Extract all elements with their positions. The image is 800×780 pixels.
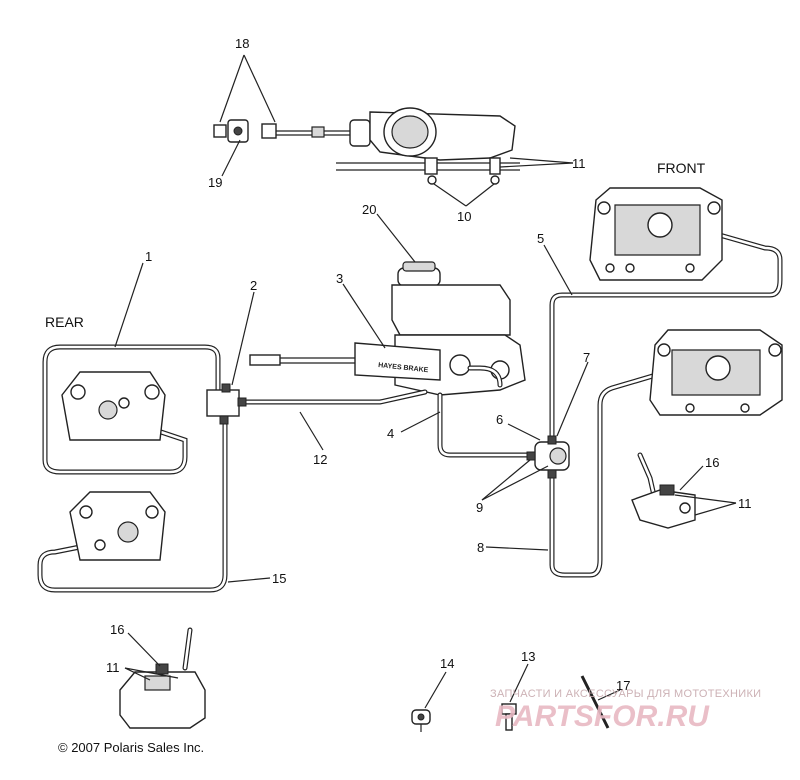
rear-label: REAR (45, 314, 84, 330)
watermark: ЗАПЧАСТИ И АКСЕССУАРЫ ДЛЯ МОТОТЕХНИКИ PA… (490, 688, 761, 733)
speed-sensor-front (631, 484, 696, 529)
callout-8: 8 (477, 540, 484, 555)
callout-11-top: 11 (572, 156, 586, 171)
callout-5: 5 (537, 231, 544, 246)
rear-caliper-lower (69, 491, 166, 561)
callout-19: 19 (208, 175, 222, 190)
callout-12: 12 (313, 452, 327, 467)
callout-18: 18 (235, 36, 249, 51)
callout-16-right: 16 (705, 455, 719, 470)
callout-17: 17 (616, 678, 630, 693)
callout-11-left: 11 (106, 660, 120, 675)
bolt-part-13 (501, 703, 517, 731)
callout-3: 3 (336, 271, 343, 286)
pin-part-17 (580, 675, 610, 729)
callout-16-left: 16 (110, 622, 124, 637)
callout-13: 13 (521, 649, 535, 664)
speed-sensor-rear (119, 663, 206, 729)
callout-1: 1 (145, 249, 152, 264)
callout-10: 10 (457, 209, 471, 224)
front-label: FRONT (657, 160, 706, 176)
pedal-master-cylinder-assembly (213, 107, 520, 185)
watermark-brand: PARTSFOR.RU (495, 700, 710, 733)
leader-lines (114, 54, 737, 709)
brake-master-cylinder: HAYES BRAKE (249, 261, 526, 396)
callout-numbers: 1 2 3 4 5 6 7 8 9 10 11 11 11 12 13 14 1… (106, 36, 752, 693)
callout-9: 9 (476, 500, 483, 515)
watermark-tagline: ЗАПЧАСТИ И АКСЕССУАРЫ ДЛЯ МОТОТЕХНИКИ (490, 688, 761, 700)
callout-15: 15 (272, 571, 286, 586)
rear-caliper-upper (61, 371, 166, 441)
callout-20: 20 (362, 202, 376, 217)
callout-6: 6 (496, 412, 503, 427)
copyright-text: © 2007 Polaris Sales Inc. (58, 740, 204, 755)
front-caliper-lower (649, 329, 783, 416)
callout-2: 2 (250, 278, 257, 293)
front-caliper-upper (589, 187, 723, 281)
callout-14: 14 (440, 656, 454, 671)
callout-11-right: 11 (738, 496, 752, 511)
clip-part-14 (411, 709, 431, 732)
callout-4: 4 (387, 426, 394, 441)
callout-7: 7 (583, 350, 590, 365)
front-tee-fitting (526, 435, 570, 479)
brake-lines (37, 225, 783, 671)
rear-tee-fitting (206, 383, 247, 425)
